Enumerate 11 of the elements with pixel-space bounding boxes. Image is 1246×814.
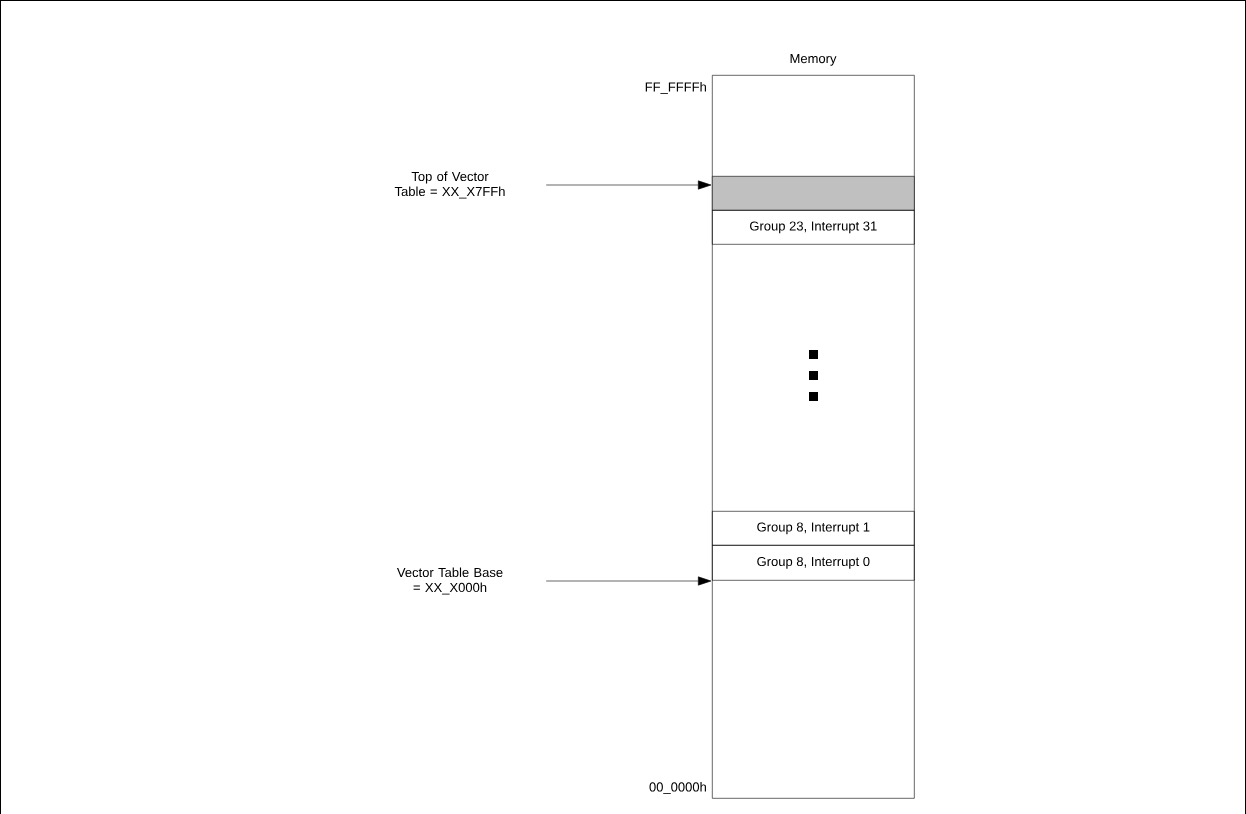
address-label: FF_FFFFh [645,82,706,94]
arrow [545,180,712,190]
memory-band: Group 8, Interrupt 0 [712,545,915,581]
node-label: Memory [790,54,837,66]
address-label: 00_0000h [649,782,706,794]
memory-band: Group 23, Interrupt 31 [712,210,915,245]
address-label: Vector Table Base = XX_X000h [396,567,503,595]
address-label: Top of Vector Table = XX_X7FFh [394,171,505,199]
memory-band: Group 8, Interrupt 1 [712,511,915,546]
shaded-band [712,176,915,211]
arrow [545,576,712,586]
